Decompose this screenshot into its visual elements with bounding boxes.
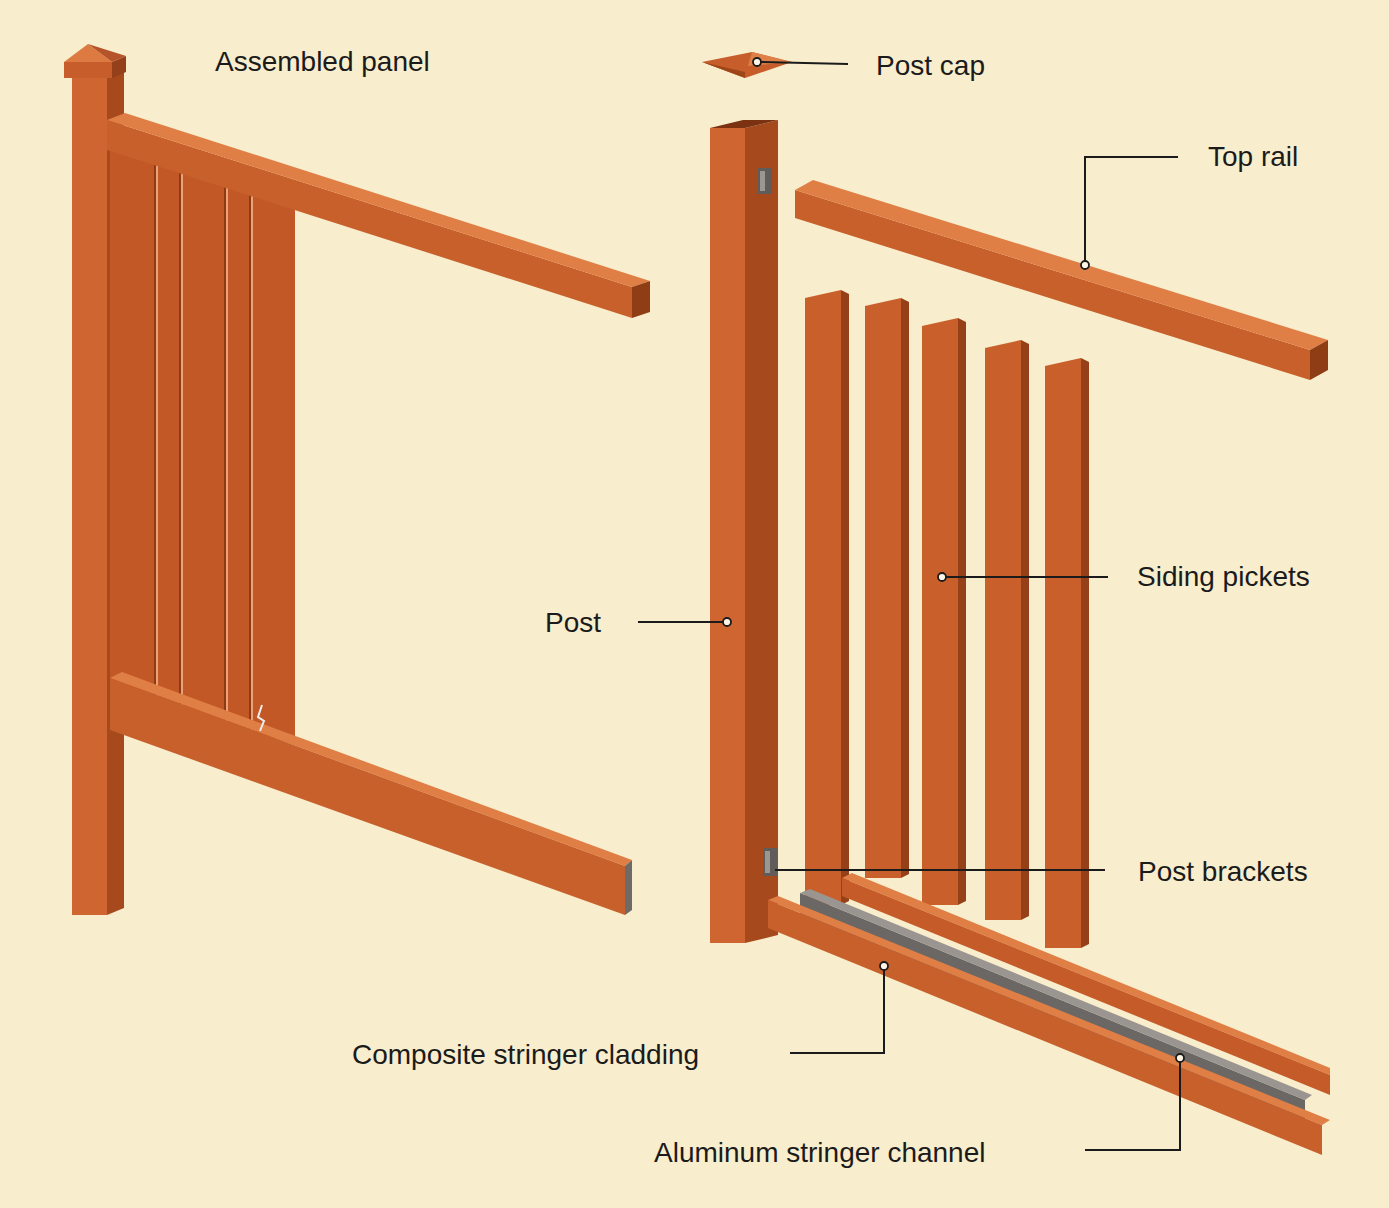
leader-lines (638, 62, 1180, 1150)
picket-front (805, 290, 841, 905)
cap-top-side (88, 44, 126, 62)
aluminum-channel-face (800, 889, 1312, 1100)
post-side (745, 120, 778, 943)
post-front (72, 72, 107, 915)
bracket-screw (258, 705, 264, 731)
groove (251, 196, 253, 731)
leader-line (1085, 157, 1178, 262)
rail-top (107, 113, 650, 287)
part-label: Composite stringer cladding (352, 1040, 699, 1071)
part-label: Post (545, 608, 601, 639)
leader-line (790, 970, 884, 1053)
siding-pickets (805, 290, 1089, 948)
post-cap-face (702, 62, 745, 78)
picket-side (1021, 340, 1029, 920)
post-bracket-face (760, 171, 765, 191)
leader-line (775, 869, 1105, 871)
assembled-panel (64, 44, 650, 915)
leader-dot (753, 58, 761, 66)
groove (154, 164, 156, 700)
leader-dot (723, 618, 731, 626)
picket-side (901, 298, 909, 878)
groove (224, 187, 226, 722)
post-bracket (763, 848, 777, 876)
picket-side (1081, 358, 1089, 948)
picket-panel (110, 150, 295, 745)
rail-front (107, 120, 632, 318)
post-opening (710, 120, 778, 128)
picket-front (985, 340, 1021, 920)
part-label: Post brackets (1138, 857, 1308, 888)
part-label: Aluminum stringer channel (654, 1138, 986, 1169)
stringer-top (110, 672, 632, 866)
leader-line (1085, 1062, 1180, 1150)
part-label: Siding pickets (1137, 562, 1310, 593)
front-cladding-top (768, 896, 1330, 1125)
rail-end (632, 281, 650, 318)
picket-front (922, 318, 958, 905)
leader-dot (1081, 261, 1089, 269)
picket-side (958, 318, 966, 905)
part-label: Post cap (876, 51, 985, 82)
picket-side (841, 290, 849, 905)
leader-dot (1176, 1054, 1184, 1062)
leader-line (946, 576, 1108, 578)
leader-line (760, 62, 848, 64)
leader-line (638, 621, 723, 623)
front-cladding-front (768, 900, 1322, 1155)
part-label: Assembled panel (215, 47, 430, 78)
cap-front (64, 62, 112, 78)
picket-front (865, 298, 901, 878)
picket-front (1045, 358, 1081, 948)
picket-grooves (155, 164, 252, 731)
leader-dots (723, 58, 1184, 1062)
post-cap-face (748, 52, 792, 66)
stringer-end (625, 860, 632, 915)
groove (249, 195, 251, 730)
post-bracket (758, 168, 772, 194)
post-bracket-face (765, 851, 770, 873)
exploded-panel (702, 52, 1330, 1155)
part-label: Top rail (1208, 142, 1298, 173)
leader-dot (938, 573, 946, 581)
groove (179, 172, 181, 708)
stringer-front (110, 678, 625, 915)
groove (226, 188, 228, 723)
leader-dot (880, 962, 888, 970)
rail-end (1310, 340, 1328, 380)
post-cap (702, 52, 792, 78)
post-front (710, 128, 745, 943)
groove (156, 165, 158, 701)
groove (181, 173, 183, 709)
